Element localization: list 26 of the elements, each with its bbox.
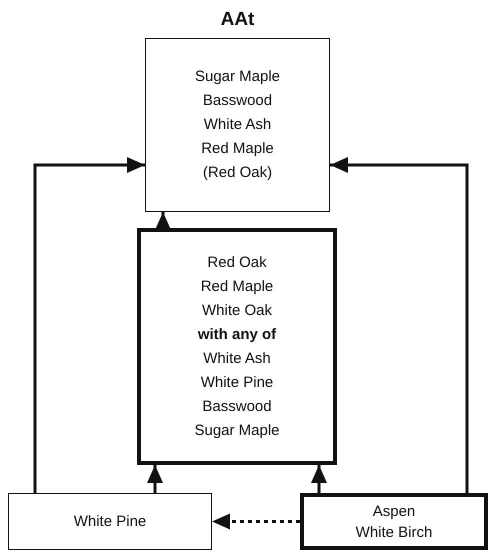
arrow [147,465,163,493]
species-name: White Oak [202,300,272,320]
arrow [155,212,171,230]
species-name: White Pine [74,512,146,532]
species-name: White Ash [203,348,271,368]
arrow [34,157,145,493]
species-box [300,493,488,550]
arrow [311,465,327,493]
arrow [330,157,468,493]
species-name: Basswood [202,91,272,111]
species-box [137,228,337,465]
species-box [8,493,212,550]
species-name: White Birch [356,522,432,542]
species-name: Aspen [372,502,416,522]
heading: AAt [220,8,256,32]
species-name: Basswood [202,396,272,416]
species-name: Sugar Maple [194,420,280,440]
species-name: Red Maple [201,139,274,159]
species-name: Red Maple [200,276,274,296]
species-name: White Ash [204,115,272,135]
species-name: Sugar Maple [194,67,280,87]
arrow [212,514,300,530]
species-name: Red Oak [207,252,267,272]
species-name: White Pine [200,372,274,392]
species-name: (Red Oak) [202,163,272,183]
species-name: with any of [198,324,276,344]
